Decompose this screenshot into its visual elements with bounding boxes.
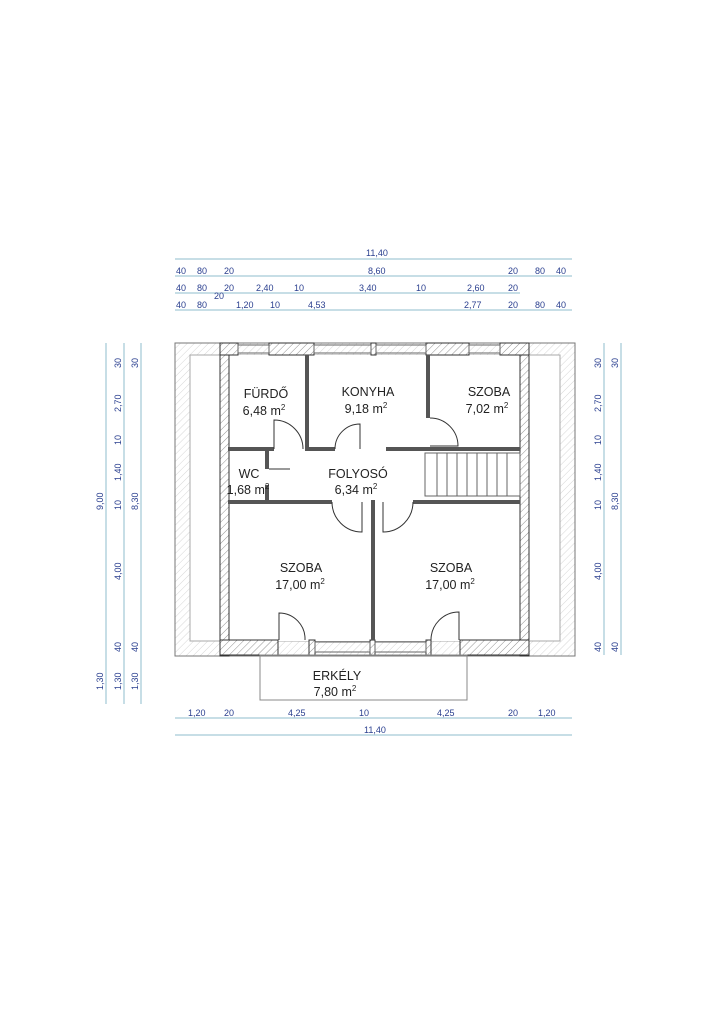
dim-text: 20 — [224, 708, 234, 718]
dim-text: 2,77 — [464, 300, 482, 310]
dim-text: 11,40 — [364, 725, 386, 735]
dim-text: 80 — [197, 266, 207, 276]
dim-text: 10 — [270, 300, 280, 310]
dim-text: 1,30 — [130, 672, 140, 690]
dim-text: 40 — [176, 283, 186, 293]
room-area-szoba-small: 7,02 m2 — [466, 401, 509, 416]
dim-text: 20 — [508, 300, 518, 310]
dim-text: 4,53 — [308, 300, 326, 310]
dim-text: 40 — [113, 642, 123, 652]
dim-text: 10 — [359, 708, 369, 718]
dim-text: 40 — [176, 300, 186, 310]
dim-text: 2,70 — [113, 394, 123, 412]
dim-text: 40 — [593, 642, 603, 652]
dim-text: 1,40 — [113, 463, 123, 481]
dim-text: 10 — [113, 500, 123, 510]
dim-text: 20 — [214, 291, 224, 301]
dim-text: 80 — [535, 300, 545, 310]
dim-text: 20 — [508, 283, 518, 293]
dim-text: 4,00 — [593, 562, 603, 580]
dim-text: 9,00 — [95, 492, 105, 510]
dim-text: 20 — [224, 266, 234, 276]
dim-text: 1,20 — [188, 708, 206, 718]
dim-text: 2,40 — [256, 283, 274, 293]
top-dimensions: 11,40 40 80 20 8,60 20 80 40 40 80 20 2,… — [175, 248, 572, 311]
dim-text: 20 — [224, 283, 234, 293]
balcony — [259, 654, 468, 701]
dim-text: 40 — [556, 266, 566, 276]
dim-text: 10 — [416, 283, 426, 293]
dim-text: 8,30 — [130, 492, 140, 510]
dim-text: 8,30 — [610, 492, 620, 510]
room-name-szoba-right: SZOBA — [430, 561, 473, 575]
dim-text: 4,25 — [437, 708, 455, 718]
room-area-folyoso: 6,34 m2 — [335, 482, 378, 497]
room-area-wc: 1,68 m2 — [227, 482, 270, 497]
dim-text: 1,20 — [538, 708, 556, 718]
room-name-folyoso: FOLYOSÓ — [328, 466, 388, 481]
room-name-furdo: FÜRDŐ — [244, 386, 289, 401]
dim-text: 30 — [113, 358, 123, 368]
dim-text: 2,70 — [593, 394, 603, 412]
dim-text: 10 — [294, 283, 304, 293]
dim-text: 8,60 — [368, 266, 386, 276]
dim-text: 10 — [113, 435, 123, 445]
room-name-wc: WC — [239, 467, 260, 481]
dim-text: 3,40 — [359, 283, 377, 293]
dim-text: 4,00 — [113, 562, 123, 580]
dim-text: 30 — [130, 358, 140, 368]
dim-text: 40 — [130, 642, 140, 652]
dim-text: 1,30 — [113, 672, 123, 690]
room-area-furdo: 6,48 m2 — [243, 403, 286, 418]
dim-text: 2,60 — [467, 283, 485, 293]
room-name-szoba-left: SZOBA — [280, 561, 323, 575]
dim-text: 80 — [535, 266, 545, 276]
dim-text: 80 — [197, 300, 207, 310]
dim-text: 1,30 — [95, 672, 105, 690]
room-area-szoba-left: 17,00 m2 — [275, 577, 325, 592]
room-labels: FÜRDŐ 6,48 m2 KONYHA 9,18 m2 SZOBA 7,02 … — [227, 385, 511, 699]
dim-text: 40 — [556, 300, 566, 310]
dim-text: 20 — [508, 708, 518, 718]
room-area-erkely: 7,80 m2 — [314, 684, 357, 699]
dim-text: 20 — [508, 266, 518, 276]
dim-text: 30 — [610, 358, 620, 368]
right-dimensions: 30 2,70 10 1,40 10 4,00 40 30 8,30 40 — [593, 343, 622, 655]
building — [174, 342, 576, 701]
room-name-szoba-small: SZOBA — [468, 385, 511, 399]
dim-text: 30 — [593, 358, 603, 368]
room-name-konyha: KONYHA — [342, 385, 395, 399]
dim-text: 11,40 — [366, 248, 388, 258]
dim-text: 40 — [610, 642, 620, 652]
room-area-szoba-right: 17,00 m2 — [425, 577, 475, 592]
room-area-konyha: 9,18 m2 — [345, 401, 388, 416]
dim-text: 10 — [593, 435, 603, 445]
room-name-erkely: ERKÉLY — [313, 668, 362, 683]
dim-text: 1,40 — [593, 463, 603, 481]
staircase — [424, 452, 521, 497]
dim-text: 40 — [176, 266, 186, 276]
dim-text: 4,25 — [288, 708, 306, 718]
bottom-dimensions: 1,20 20 4,25 10 4,25 20 1,20 11,40 — [175, 708, 572, 736]
dim-text: 1,20 — [236, 300, 254, 310]
left-dimensions: 9,00 1,30 30 2,70 10 1,40 10 4,00 40 1,3… — [95, 343, 142, 704]
dim-text: 80 — [197, 283, 207, 293]
dim-text: 10 — [593, 500, 603, 510]
